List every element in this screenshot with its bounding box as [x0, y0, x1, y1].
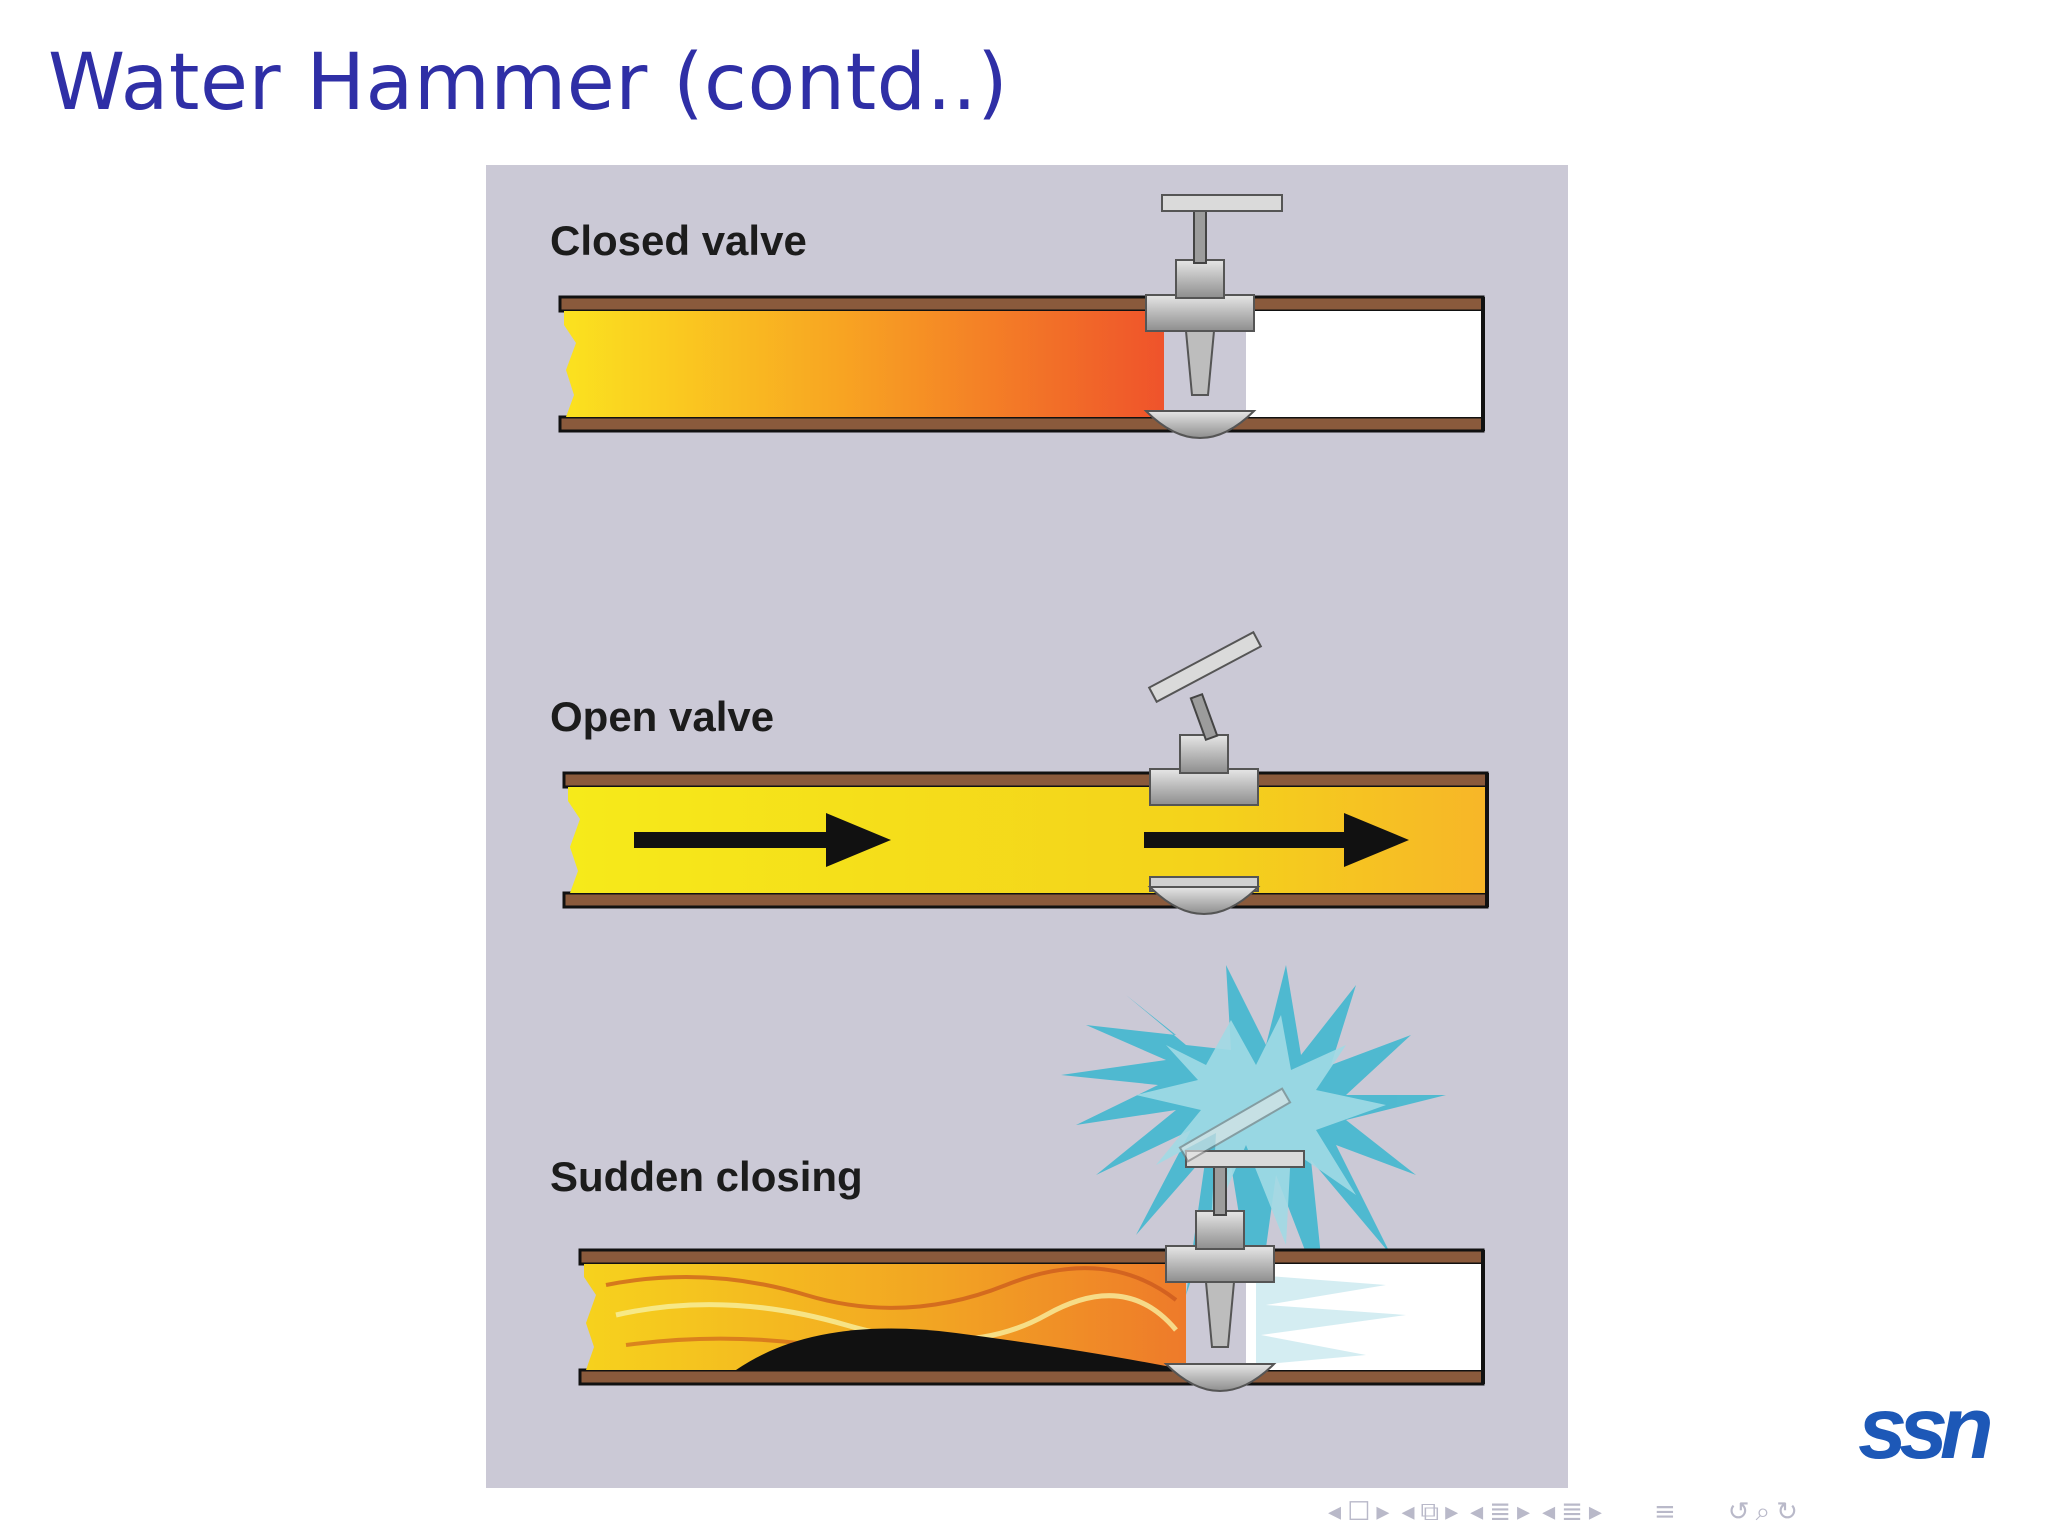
water-hammer-figure: Closed valve Open valve Sudden closing [486, 165, 1568, 1488]
undo-icon[interactable]: ↺ [1727, 1497, 1750, 1527]
panel-label-open-valve: Open valve [550, 693, 775, 740]
water-hammer-illustration [558, 194, 1489, 1392]
document-icon[interactable]: ≣ [1561, 1497, 1583, 1527]
valve-gate-closed [1184, 330, 1216, 396]
nav-search-group: ↺ ⌕ ↻ [1728, 1497, 1798, 1528]
nav-document-group: ◂ ≣ ▸ [1542, 1497, 1602, 1527]
arrow-right-icon[interactable]: ▸ [1376, 1497, 1390, 1527]
arrow-right-icon[interactable]: ▸ [1445, 1497, 1459, 1527]
nav-section-group: ◂ ≣ ▸ [1470, 1497, 1530, 1527]
valve-bottom [1143, 410, 1257, 439]
open-valve-panel [562, 630, 1489, 915]
water-flowing [568, 787, 1487, 893]
align-icon[interactable]: ≡ [1653, 1497, 1676, 1527]
flow-arrow-right [1144, 813, 1409, 867]
subsection-icon[interactable]: ⧉ [1420, 1496, 1440, 1527]
sudden-closing-panel [578, 965, 1485, 1392]
water-pressurized [564, 311, 1164, 417]
ssn-logo: ssn [1858, 1378, 2028, 1477]
redo-icon[interactable]: ↻ [1776, 1497, 1798, 1527]
closed-valve-panel [558, 194, 1485, 439]
search-icon[interactable]: ⌕ [1755, 1496, 1771, 1527]
valve-packing-nut [1175, 259, 1225, 299]
beamer-navigation-bar: ◂ ☐ ▸ ◂ ⧉ ▸ ◂ ≣ ▸ ◂ ≣ ▸ ≡ ↺ ⌕ ↻ [1328, 1494, 2040, 1530]
pipe-wall-bottom [558, 415, 1485, 433]
pipe-empty [1246, 311, 1483, 417]
section-icon[interactable]: ≣ [1489, 1497, 1511, 1527]
arrow-left-icon[interactable]: ◂ [1328, 1497, 1342, 1527]
panel-label-closed-valve: Closed valve [550, 217, 807, 264]
nav-subsection-group: ◂ ⧉ ▸ [1401, 1497, 1458, 1528]
valve-stem [1193, 204, 1207, 264]
arrow-left-icon[interactable]: ◂ [1470, 1497, 1484, 1527]
arrow-right-icon[interactable]: ▸ [1588, 1497, 1602, 1527]
water-turbulent [584, 1264, 1186, 1370]
arrow-left-icon[interactable]: ◂ [1401, 1497, 1415, 1527]
pipe-wall-top [558, 295, 1485, 313]
flow-arrow-left [634, 813, 891, 867]
pressure-burst [1061, 965, 1446, 1320]
slide-title: Water Hammer (contd..) [48, 38, 1009, 128]
valve-bonnet [1145, 294, 1255, 332]
valve-handle-open [1147, 630, 1263, 704]
frame-icon[interactable]: ☐ [1347, 1497, 1371, 1527]
valve-handle [1161, 194, 1283, 212]
arrow-left-icon[interactable]: ◂ [1542, 1497, 1556, 1527]
panel-label-sudden-closing: Sudden closing [550, 1153, 863, 1200]
arrow-right-icon[interactable]: ▸ [1517, 1497, 1531, 1527]
nav-frame-group: ◂ ☐ ▸ [1328, 1497, 1389, 1527]
logo-text: ssn [1858, 1378, 1994, 1477]
cavitation-void [736, 1328, 1186, 1370]
